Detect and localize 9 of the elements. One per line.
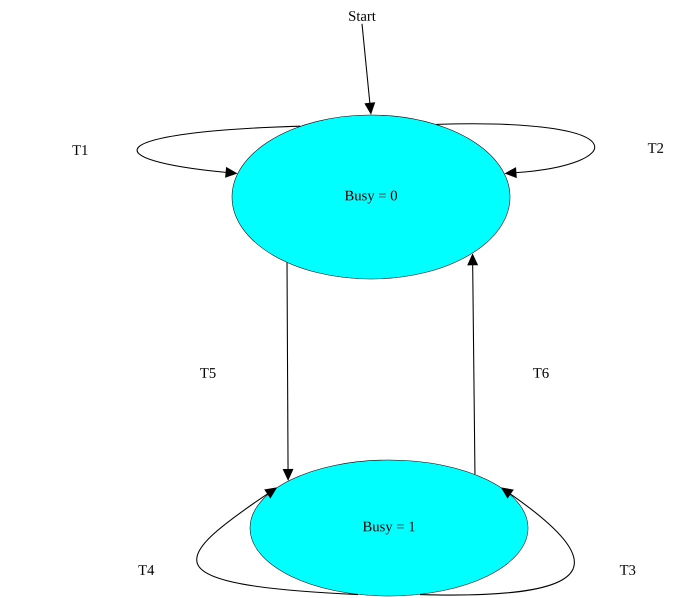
edge-label: T2 bbox=[648, 143, 664, 153]
start-label: Start bbox=[349, 11, 376, 21]
loop-arrow bbox=[436, 123, 595, 178]
edge-label: T4 bbox=[138, 565, 154, 575]
loop-arrow bbox=[137, 126, 300, 178]
edge-label: T5 bbox=[200, 368, 216, 378]
edge-label: T1 bbox=[72, 145, 88, 155]
edge-label: T6 bbox=[533, 368, 549, 378]
edge-label: T3 bbox=[620, 565, 636, 575]
